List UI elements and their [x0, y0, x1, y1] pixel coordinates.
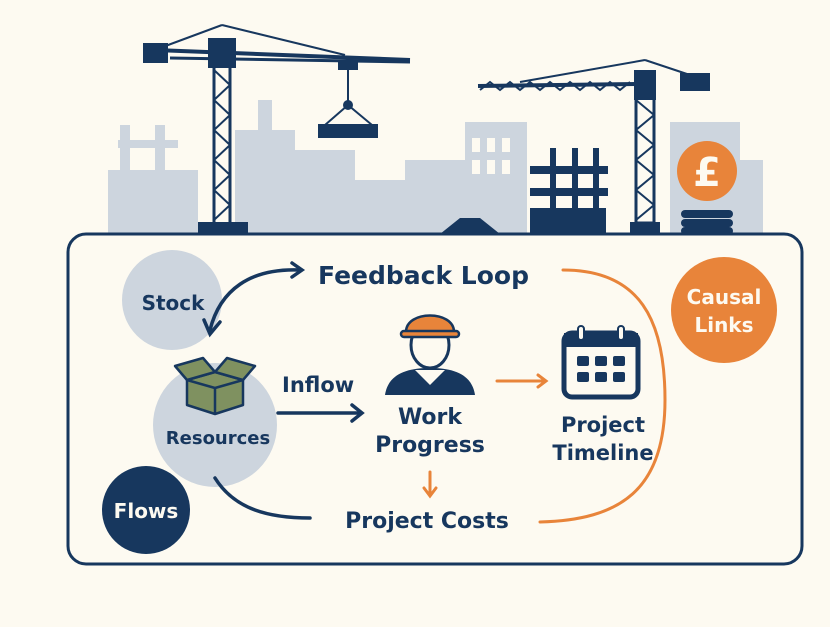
stock-label: Stock — [142, 291, 206, 315]
flows-label: Flows — [114, 499, 179, 523]
box-icon — [173, 356, 257, 416]
feedback-loop-label: Feedback Loop — [318, 261, 529, 290]
feedback-arrow — [208, 268, 302, 332]
resources-label: Resources — [166, 428, 270, 449]
pound-symbol: £ — [693, 150, 721, 196]
diagram-panel — [66, 232, 804, 566]
inflow-label: Inflow — [282, 373, 354, 397]
calendar-icon — [561, 325, 641, 400]
project-timeline-label-line2: Timeline — [552, 441, 653, 465]
pound-coin-icon: £ — [677, 141, 737, 201]
project-timeline-label-line1: Project — [561, 413, 645, 437]
building-frame — [440, 148, 608, 234]
hard-hat-worker-icon — [385, 314, 475, 395]
flows-circle — [102, 466, 190, 554]
stock-circle — [122, 250, 222, 350]
causal-links-circle — [671, 257, 777, 363]
resources-circle — [153, 363, 277, 487]
costs-return-line — [213, 476, 312, 520]
project-costs-label: Project Costs — [345, 509, 509, 534]
causal-loop-line — [538, 268, 667, 524]
causal-links-label-line2: Links — [694, 313, 753, 337]
work-progress-label-line1: Work — [398, 405, 463, 430]
city-skyline — [108, 100, 763, 234]
causal-links-label-line1: Causal — [687, 285, 762, 309]
coin-stack-icon — [681, 210, 733, 235]
work-progress-label-line2: Progress — [375, 433, 485, 458]
